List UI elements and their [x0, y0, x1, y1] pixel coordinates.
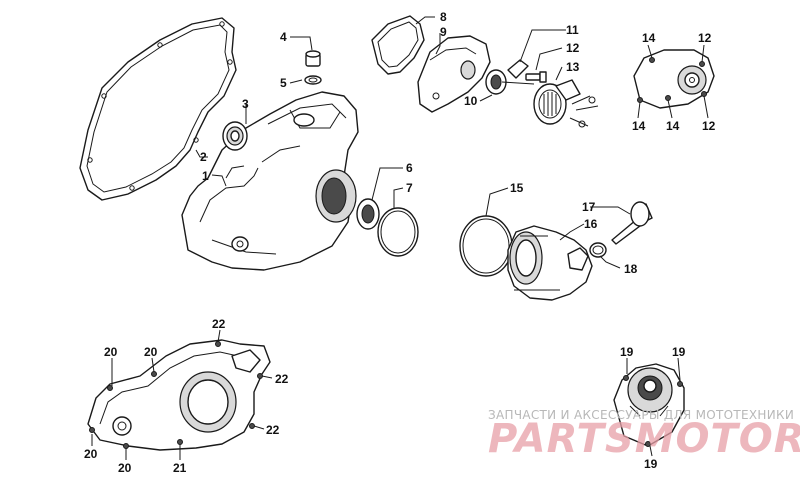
housing-part-16 — [507, 225, 593, 301]
callout-17: 17 — [582, 200, 596, 214]
callout-20d: 20 — [118, 461, 132, 475]
callout-9: 9 — [440, 25, 447, 39]
plug-part-4 — [305, 50, 321, 67]
callout-12c: 12 — [702, 119, 716, 133]
callout-2: 2 — [200, 150, 207, 164]
callout-5: 5 — [280, 76, 287, 90]
callout-21: 21 — [173, 461, 187, 475]
bracket-part-11 — [501, 59, 535, 85]
callout-22b: 22 — [275, 372, 289, 386]
watermark-tagline: ЗАПЧАСТИ И АКСЕССУАРЫ ДЛЯ МОТОТЕХНИКИ — [488, 408, 794, 422]
callout-12a: 12 — [566, 41, 580, 55]
callout-8: 8 — [440, 10, 447, 24]
dipstick-part-17 — [611, 201, 653, 245]
callout-11: 11 — [566, 23, 579, 37]
oring-part-18 — [589, 242, 607, 258]
cap-part-19 — [613, 363, 685, 447]
oring-part-15 — [459, 215, 513, 277]
callout-7: 7 — [406, 181, 413, 195]
watermark: ЗАПЧАСТИ И АКСЕССУАРЫ ДЛЯ МОТОТЕХНИКИ PA… — [488, 408, 800, 462]
gasket-part-8 — [371, 15, 425, 75]
callout-labels: 1 2 3 4 5 6 7 8 9 10 11 12 13 14 12 14 1… — [84, 10, 716, 475]
callout-22a: 22 — [212, 317, 226, 331]
callout-6: 6 — [406, 161, 413, 175]
small-cover-part-12 — [633, 49, 715, 109]
callout-16: 16 — [584, 217, 598, 231]
callout-19b: 19 — [672, 345, 686, 359]
leader-lines — [91, 16, 709, 460]
callout-19a: 19 — [620, 345, 634, 359]
impeller-part-13 — [533, 79, 599, 128]
callout-20b: 20 — [144, 345, 158, 359]
callout-14a: 14 — [642, 31, 656, 45]
callout-14c: 14 — [666, 119, 680, 133]
callout-22c: 22 — [266, 423, 280, 437]
callout-10: 10 — [464, 94, 478, 108]
washer-part-5 — [304, 75, 322, 85]
oring-part-7 — [377, 207, 419, 257]
callout-18: 18 — [624, 262, 638, 276]
callout-20c: 20 — [84, 447, 98, 461]
stator-cover-part-21 — [87, 339, 271, 451]
seal-part-6 — [356, 198, 380, 230]
callout-4: 4 — [280, 30, 287, 44]
callout-20a: 20 — [104, 345, 118, 359]
gasket-part-2 — [79, 17, 237, 201]
callout-12b: 12 — [698, 31, 712, 45]
cover-part-9 — [417, 35, 491, 113]
watermark-brand: PARTSMOTOR.RU — [488, 416, 800, 462]
callout-3: 3 — [242, 97, 249, 111]
bearing-part-3 — [222, 121, 248, 151]
callout-15: 15 — [510, 181, 524, 195]
callout-14b: 14 — [632, 119, 646, 133]
callout-1: 1 — [202, 169, 209, 183]
callout-13: 13 — [566, 60, 580, 74]
callout-19c: 19 — [644, 457, 658, 471]
side-cover-part-1 — [181, 91, 359, 271]
bolt-part-12 — [525, 71, 547, 83]
